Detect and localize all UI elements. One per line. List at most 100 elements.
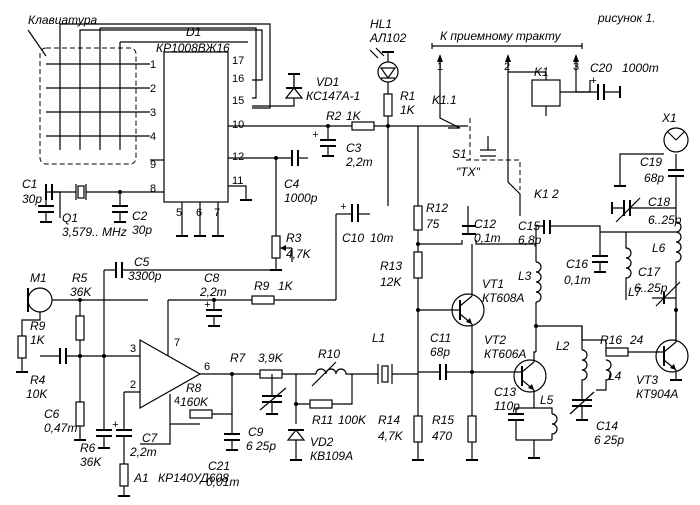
rx-path-label: К приемному тракту [440,29,562,43]
r10-ref: R7 [230,351,247,365]
c13-value: 110p [494,399,520,413]
k1-2-ref: K1 2 [534,187,559,201]
r14-value: 4,7K [378,429,404,443]
svg-text:4: 4 [150,131,156,143]
r2-value: 1K [346,109,362,123]
svg-text:8: 8 [150,183,156,195]
q1-ref: Q1 [62,211,78,225]
a1-ref: C7 [142,431,159,445]
r1-ref: R1 [400,89,415,103]
r13-value: 12K [380,275,402,289]
svg-text:+: + [204,299,211,311]
svg-text:12: 12 [232,151,244,163]
figure-caption: рисунок 1. [597,11,656,25]
svg-text:4: 4 [174,395,180,407]
svg-text:16: 16 [232,73,244,85]
vt2-value: КТ606А [484,347,526,361]
s1-ref: S1 [452,147,467,161]
r16-value: 24 [629,333,644,347]
c17-ref: C17 [638,265,661,279]
r10-value: 3,9K [258,351,284,365]
vt2-ref: VT2 [484,333,506,347]
vt3-ref: VT3 [636,373,658,387]
r15-ref: R15 [432,413,454,427]
r4-value: 1K [30,333,46,347]
opamp-a1 [139,338,202,410]
svg-text:1: 1 [437,61,443,73]
svg-text:3: 3 [130,343,136,355]
c18-value: 6..25p [648,213,682,227]
m1-ref: M1 [30,271,47,285]
svg-text:15: 15 [232,95,244,107]
svg-text:6: 6 [204,361,210,373]
r5-ref: R5 [72,271,88,285]
c13-ref: C13 [494,385,516,399]
svg-text:2: 2 [150,83,156,95]
svg-text:2: 2 [504,61,510,73]
c15-value: 6,8p [518,233,542,247]
vt1-ref: VT1 [482,277,504,291]
c12-value: 0,1m [474,231,501,245]
r6-value: 0,47m [44,421,77,435]
r5-value: 36K [70,285,92,299]
r4-ref: R9 [30,319,46,333]
c8-ref: C8 [204,271,220,285]
c14-ref: C14 [596,419,618,433]
l5-ref: L5 [540,393,554,407]
c3-ref: C3 [346,141,362,155]
c6-ref: R4 [30,373,46,387]
c19-ref: C19 [640,155,662,169]
c21-ref: C21 [208,459,230,473]
c21-value: 0,01m [206,475,239,489]
l1-ref: R10 [318,347,340,361]
d1-ref: D1 [186,25,201,39]
l3-ref: L2 [556,339,570,353]
r2-ref: R2 [326,109,342,123]
r9-value: 1K [278,279,294,293]
vd2-value: КВ109А [310,449,353,463]
q2-ref: L1 [372,331,385,345]
c7-ref: R6 [80,441,96,455]
vd1-ref: VD1 [316,75,339,89]
c3-value: 2,2m [345,155,373,169]
r11-ref: R11 [312,413,333,427]
c16-value: 0,1m [564,273,591,287]
svg-text:+: + [590,75,597,87]
r7-value: КР140УД608 [158,471,229,485]
chip-d1: D1 КР1008ВЖ16 1 2 3 4 9 8 5 6 7 17 16 15… [150,25,244,219]
c4-ref: C4 [284,177,300,191]
r1-value: 1K [400,103,416,117]
keyboard-block: Клавиатура [27,13,150,165]
svg-text:7: 7 [174,337,180,349]
r9-ref: R9 [254,279,270,293]
hl1-ref: HL1 [370,17,392,31]
vd2-ref: VD2 [310,435,334,449]
c4-value: 1000p [284,191,318,205]
c5-ref: C5 [134,255,150,269]
c5-value: 3300p [128,269,162,283]
hl1-value: АЛ102 [369,31,407,45]
c2-value: 30p [132,223,152,237]
c20-ref: C20 [590,61,612,75]
r3-ref: R3 [286,231,302,245]
c10-ref: C10 [342,231,364,245]
c6-value: 10K [26,387,48,401]
c17-value: 6..25p [634,281,668,295]
svg-text:7: 7 [214,207,220,219]
tx-marker: "TX" [456,165,481,179]
c19-value: 68p [644,171,664,185]
x1-ref: X1 [661,111,677,125]
l4-ref: L4 [608,369,622,383]
r12-ref: R12 [426,201,448,215]
svg-text:3: 3 [573,61,579,73]
c1-value: 30p [22,192,42,206]
c7-value: 36K [80,455,102,469]
c14-value: 6 25p [594,433,624,447]
svg-text:+: + [312,129,319,141]
svg-text:+: + [112,419,119,431]
c1-ref: C1 [22,177,37,191]
svg-text:17: 17 [232,55,244,67]
r11-value: 100K [338,413,367,427]
r6-ref: C6 [44,407,60,421]
